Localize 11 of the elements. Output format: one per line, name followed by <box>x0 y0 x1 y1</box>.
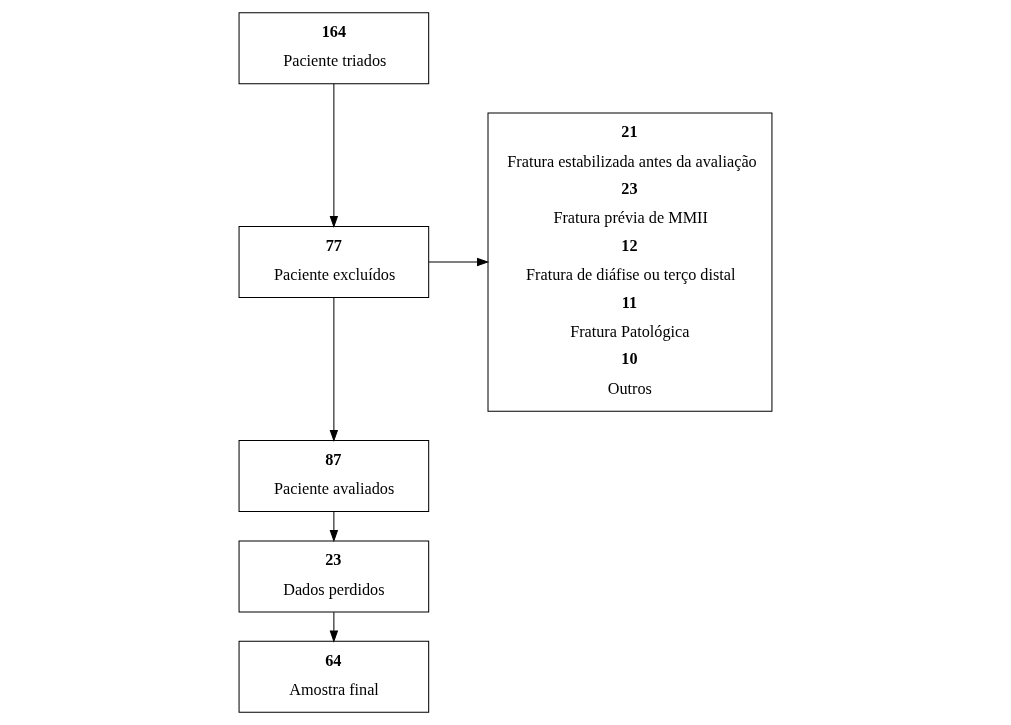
arrow <box>329 297 339 443</box>
arrow <box>428 257 490 267</box>
node-box: 77 Paciente excluídos <box>238 226 430 299</box>
node-box: 64 Amostra final <box>238 640 430 713</box>
node-box: 23 Dados perdidos <box>238 540 430 613</box>
arrow <box>329 511 339 543</box>
node-box: 164 Paciente triados <box>238 12 430 85</box>
node-box: 21 Fratura estabilizada antes da avaliação 23 Fratura prévia de MMII 12 Fratura de diáfise ou terço distal 11 Fratura Patológica 10 Outros <box>487 112 773 412</box>
node-box: 87 Paciente avaliados <box>238 440 430 513</box>
arrow <box>329 83 339 229</box>
arrow <box>329 611 339 643</box>
